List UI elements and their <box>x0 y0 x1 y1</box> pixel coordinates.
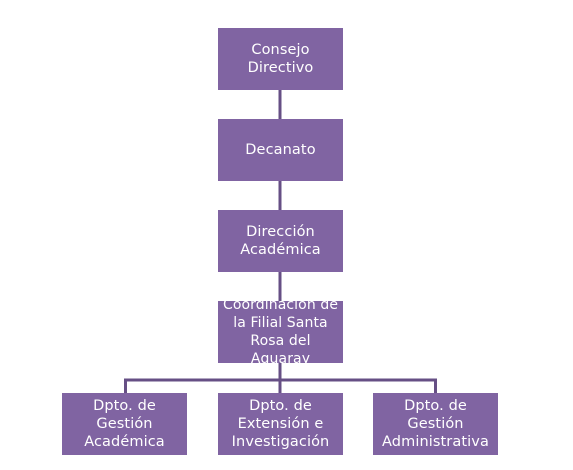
node-dpto-gestion-academica-label: Dpto. de Gestión Académica <box>84 398 165 450</box>
node-dpto-gestion-academica: Dpto. de Gestión Académica <box>62 393 187 455</box>
node-dpto-gestion-administrativa: Dpto. de Gestión Administrativa <box>373 393 498 455</box>
node-consejo-directivo-label: Consejo Directivo <box>247 42 314 76</box>
node-dpto-gestion-administrativa-label: Dpto. de Gestión Administrativa <box>382 398 489 450</box>
node-consejo-directivo: Consejo Directivo <box>218 28 343 90</box>
node-direccion-academica-label: Dirección Académica <box>240 224 321 258</box>
node-coordinacion-filial: Coordinación de la Filial Santa Rosa del… <box>218 297 343 367</box>
node-decanato-label: Decanato <box>245 142 316 158</box>
node-coordinacion-filial-label: Coordinación de la Filial Santa Rosa del… <box>222 297 339 367</box>
node-direccion-academica: Dirección Académica <box>218 210 343 272</box>
node-decanato: Decanato <box>218 119 343 181</box>
node-dpto-extension-investigacion: Dpto. de Extensión e Investigación <box>218 393 343 455</box>
node-dpto-extension-investigacion-label: Dpto. de Extensión e Investigación <box>231 398 330 450</box>
